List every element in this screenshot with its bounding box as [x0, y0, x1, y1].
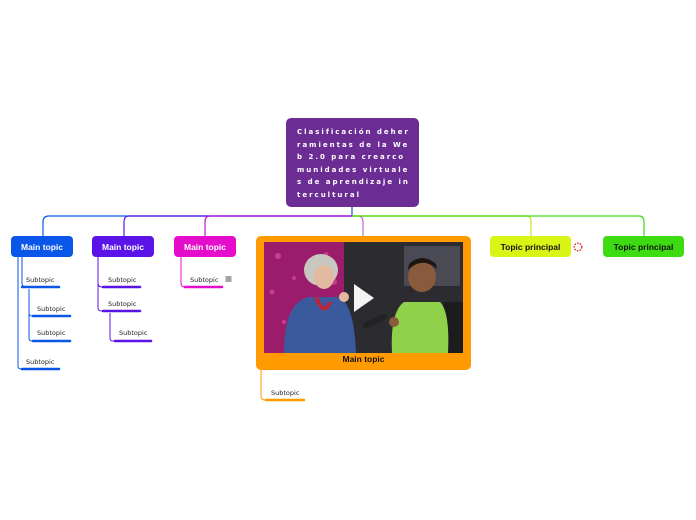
connector-to-branch-4	[352, 215, 364, 236]
branch-1-underlines	[20, 285, 72, 371]
branch-1-connector-d	[17, 257, 59, 370]
main-topic-1[interactable]: Main topic	[11, 236, 73, 257]
central-connectors	[42, 207, 645, 236]
connector-to-branch-2	[123, 215, 352, 236]
subtopic-label[interactable]: Subtopic	[271, 389, 300, 397]
connector-to-branch-1	[42, 207, 353, 236]
connector-to-branch-6	[352, 215, 645, 236]
main-topic-2[interactable]: Main topic	[92, 236, 154, 257]
topic-principal-2[interactable]: Topic principal	[603, 236, 684, 257]
play-icon[interactable]	[354, 284, 374, 312]
red-dashed-circle-icon	[573, 242, 583, 252]
subtopic-label[interactable]: Subtopic	[108, 300, 137, 308]
subtopic-label[interactable]: Subtopic	[26, 276, 55, 284]
subtopic-label[interactable]: Subtopic	[119, 329, 148, 337]
branch-2-underlines	[101, 285, 153, 343]
woman-figure	[284, 254, 356, 353]
branch-1-subtopics	[17, 257, 70, 370]
subtopic-label[interactable]: Subtopic	[37, 329, 66, 337]
branch-2-connector-c	[109, 313, 151, 342]
subtopic-label[interactable]: Subtopic	[108, 276, 137, 284]
connector-to-branch-5	[352, 215, 532, 236]
subtopic-label[interactable]: Subtopic	[37, 305, 66, 313]
subtopic-label[interactable]: Subtopic	[26, 358, 55, 366]
central-topic[interactable]: Clasificación deherramientas de la Web 2…	[286, 118, 419, 207]
video-thumbnail[interactable]	[264, 242, 463, 353]
topic-principal-1[interactable]: Topic principal	[490, 236, 571, 257]
main-topic-4-label: Main topic	[342, 354, 385, 364]
connector-to-branch-3	[204, 215, 352, 236]
subtopic-label[interactable]: Subtopic	[190, 276, 219, 284]
boy-figure	[362, 258, 449, 353]
main-topic-4-card[interactable]: Main topic	[256, 236, 471, 370]
note-lines-icon[interactable]	[225, 276, 232, 282]
main-topic-3[interactable]: Main topic	[174, 236, 236, 257]
